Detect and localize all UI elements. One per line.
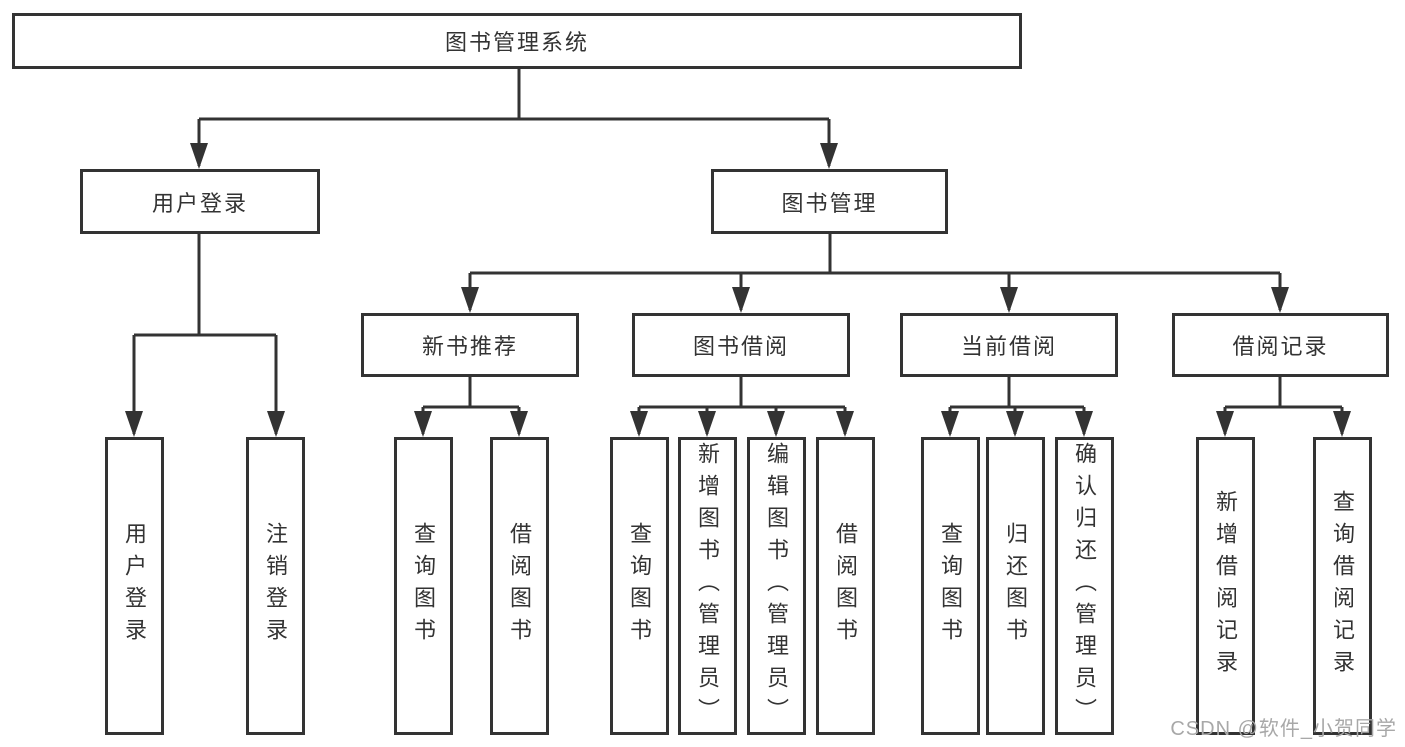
- node-user-login: 用户登录: [80, 169, 320, 234]
- leaf-user-login: 用户登录: [105, 437, 164, 735]
- leaf-borrow-books-recommend: 借阅图书: [490, 437, 549, 735]
- node-new-book-recommend: 新书推荐: [361, 313, 579, 377]
- leaf-add-book-admin: 新增图书（管理员）: [678, 437, 737, 735]
- node-library-management-system: 图书管理系统: [12, 13, 1022, 69]
- leaf-query-borrow-record: 查询借阅记录: [1313, 437, 1372, 735]
- connector-current-to-leaves: [941, 377, 1093, 437]
- node-book-management: 图书管理: [711, 169, 948, 234]
- node-current-borrowing: 当前借阅: [900, 313, 1118, 377]
- leaf-edit-book-admin: 编辑图书（管理员）: [747, 437, 806, 735]
- connector-mgmt-to-level3: [461, 234, 1289, 313]
- connector-login-to-leaves: [125, 234, 285, 437]
- node-book-borrowing: 图书借阅: [632, 313, 850, 377]
- leaf-borrow-books: 借阅图书: [816, 437, 875, 735]
- connector-records-to-leaves: [1216, 377, 1351, 437]
- connector-borrow-to-leaves: [630, 377, 854, 437]
- connector-root-to-level2: [190, 69, 838, 169]
- node-borrowing-records: 借阅记录: [1172, 313, 1389, 377]
- leaf-logout: 注销登录: [246, 437, 305, 735]
- connector-newbook-to-leaves: [414, 377, 528, 437]
- leaf-confirm-return-admin: 确认归还（管理员）: [1055, 437, 1114, 735]
- leaf-query-books-borrow: 查询图书: [610, 437, 669, 735]
- leaf-return-book: 归还图书: [986, 437, 1045, 735]
- leaf-add-borrow-record: 新增借阅记录: [1196, 437, 1255, 735]
- leaf-query-books-recommend: 查询图书: [394, 437, 453, 735]
- leaf-query-books-current: 查询图书: [921, 437, 980, 735]
